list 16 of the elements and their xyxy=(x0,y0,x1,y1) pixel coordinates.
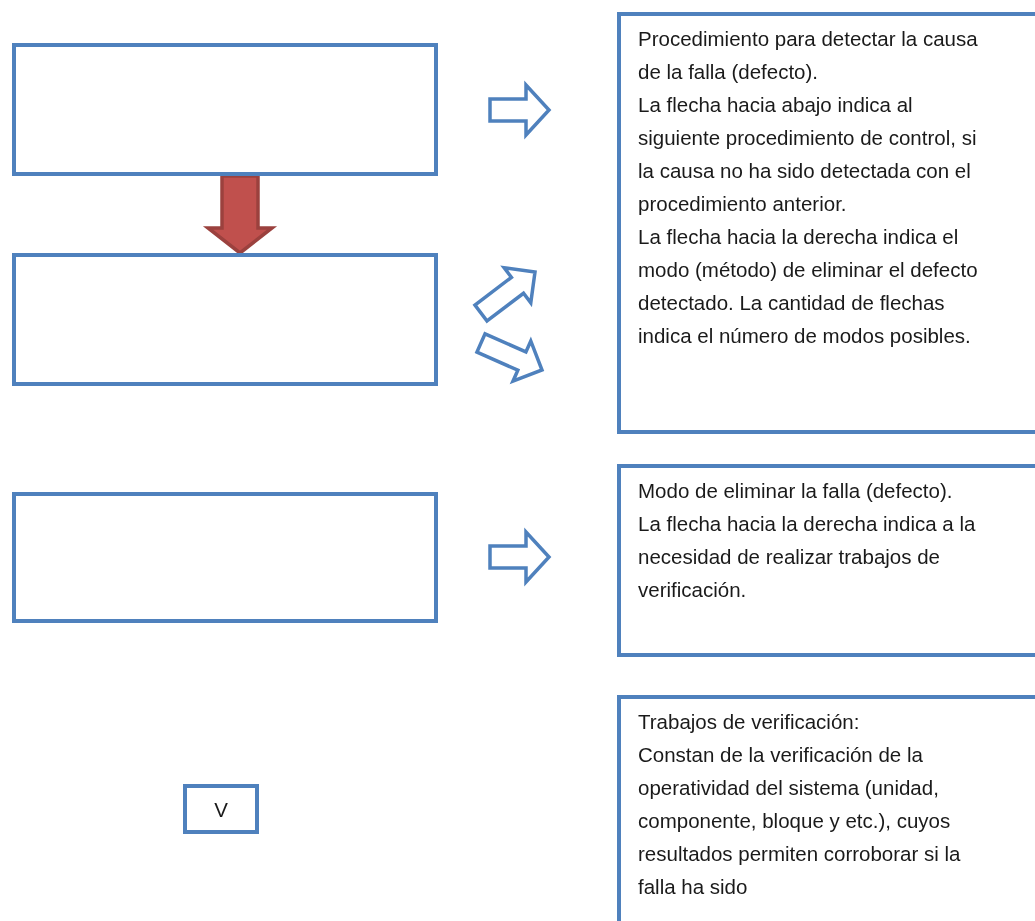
description-text: Constan de la verificación de la operatividad del sistema (unidad, componente, bloque y etc.), cuyos resultados permiten corroborar si la falla ha sido xyxy=(638,742,962,900)
empty-box xyxy=(12,43,438,176)
description-text: La flecha hacia abajo indica al siguiente procedimiento de control, si la causa no ha sido detectada con el procedimiento anterior. xyxy=(638,92,978,217)
text-box xyxy=(183,784,259,834)
heading-text: Modo de eliminar la falla (defecto). xyxy=(638,478,954,504)
description-text: La flecha hacia la derecha indica a la necesidad de realizar trabajos de verificación. xyxy=(638,511,977,603)
description-text: La flecha hacia la derecha indica el modo (método) de eliminar el defecto detectado. La cantidad de flechas indica el número de modos posibles. xyxy=(638,224,979,349)
block-arrow xyxy=(202,174,278,256)
empty-box xyxy=(12,492,438,623)
empty-box xyxy=(12,253,438,386)
heading-text: Procedimiento para detectar la causa de la falla (defecto). xyxy=(638,26,979,85)
description-text: V xyxy=(214,796,228,823)
heading-text: Trabajos de verificación: xyxy=(638,709,861,735)
text-box xyxy=(617,695,1035,921)
text-box xyxy=(617,464,1035,657)
text-box xyxy=(617,12,1035,434)
